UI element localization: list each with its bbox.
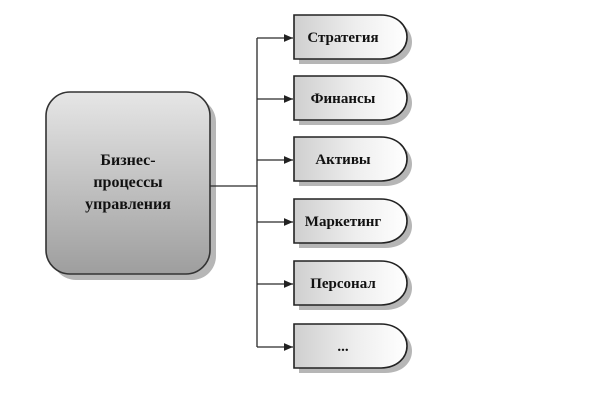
node-stack: Стратегия Финансы Активы Маркетинг Персо… (293, 14, 412, 373)
central-label-line-1: Бизнес- (100, 152, 155, 169)
node-assets: Активы (293, 136, 412, 186)
node-strategy: Стратегия (293, 14, 412, 64)
node-more: ... (293, 323, 412, 373)
node-label-more: ... (337, 339, 349, 355)
node-label-marketing: Маркетинг (305, 214, 382, 230)
node-finance: Финансы (293, 75, 412, 125)
central-label-line-2: процессы (93, 174, 163, 191)
connectors (210, 34, 293, 351)
node-marketing: Маркетинг (293, 198, 412, 248)
node-label-personnel: Персонал (310, 276, 376, 292)
central-label-line-3: управления (85, 196, 171, 213)
node-label-finance: Финансы (311, 91, 376, 107)
node-personnel: Персонал (293, 260, 412, 310)
central-block: Бизнес- процессы управления (45, 91, 216, 280)
node-label-strategy: Стратегия (307, 30, 378, 46)
node-label-assets: Активы (315, 152, 371, 168)
